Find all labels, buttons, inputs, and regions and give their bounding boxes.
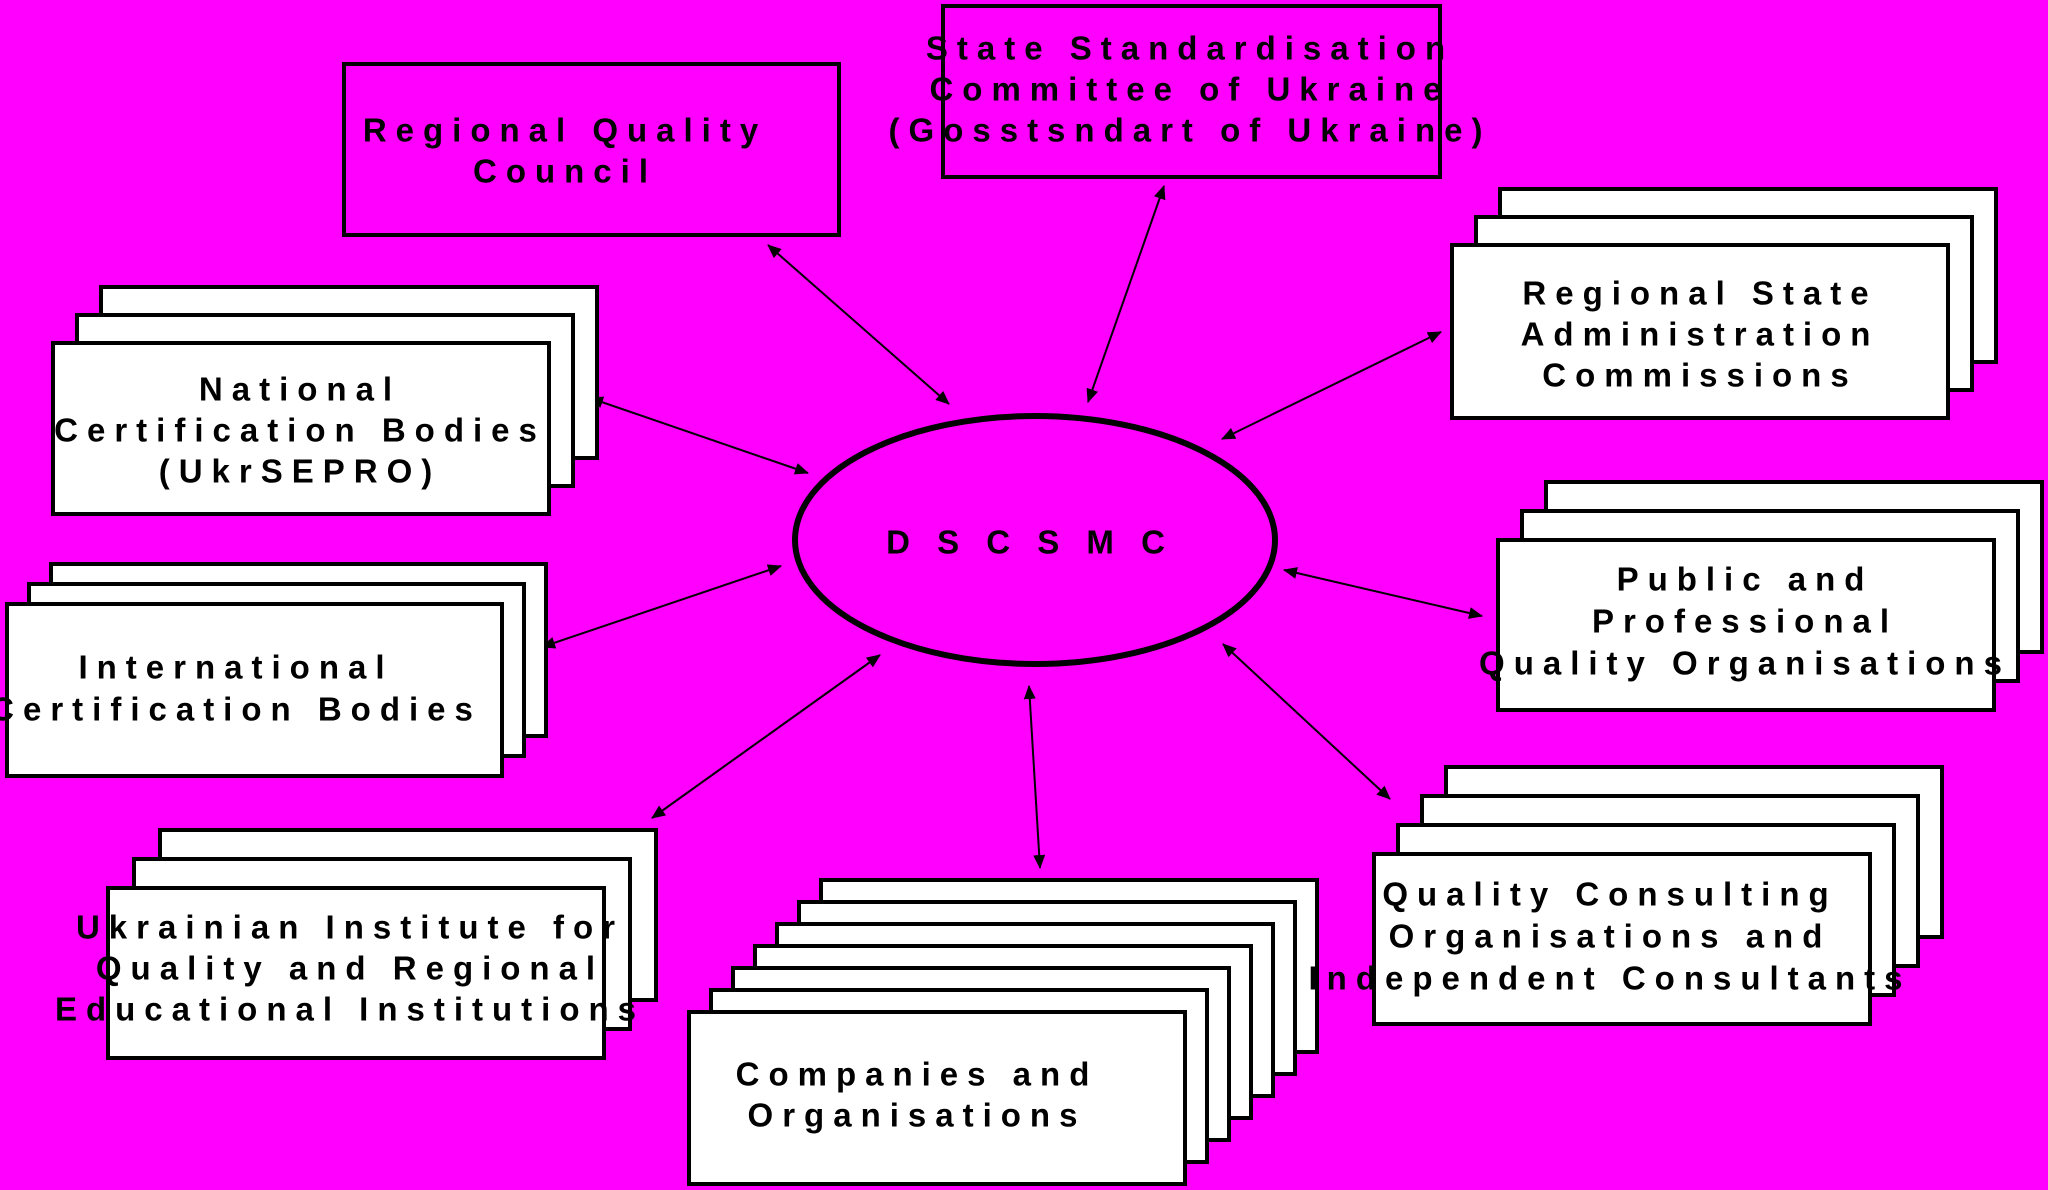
node-label-line: Regional Quality xyxy=(363,112,767,149)
node-label-line: Administration xyxy=(1521,316,1880,353)
node-box-front xyxy=(687,1010,1187,1186)
node-box-front xyxy=(1372,852,1872,1026)
connector-arrows xyxy=(541,185,1483,869)
arrow-regional-quality-council xyxy=(767,244,950,405)
node-label-line: State Standardisation xyxy=(926,30,1454,67)
node-label-line: Commissions xyxy=(1542,357,1857,394)
arrow-international-certification xyxy=(541,564,782,649)
node-label-line: Quality and Regional xyxy=(96,950,604,987)
arrow-national-certification xyxy=(589,396,809,475)
node-box-front xyxy=(106,886,606,1060)
node-label-line: International xyxy=(78,649,393,686)
node-label-line: Professional xyxy=(1592,603,1898,640)
node-label-line: Educational Institutions xyxy=(55,991,645,1028)
node-box-front xyxy=(941,4,1442,179)
node-label-line: (Gosstsndart of Ukraine) xyxy=(889,112,1492,149)
node-label-line: Independent Consultants xyxy=(1309,960,1912,997)
node-label-line: Council xyxy=(473,153,657,190)
arrow-regional-state-administration xyxy=(1221,331,1442,440)
node-label-line: Organisations xyxy=(748,1097,1087,1134)
center-node-dscsmc: D S C S M C xyxy=(792,413,1278,667)
center-ellipse xyxy=(792,413,1278,667)
node-label-line: Companies and xyxy=(736,1056,1099,1093)
node-label-line: National xyxy=(199,371,401,408)
center-label: D S C S M C xyxy=(886,524,1174,561)
node-box-front xyxy=(5,602,504,778)
arrow-public-professional xyxy=(1283,567,1483,619)
node-label-line: Certification Bodies xyxy=(54,412,546,449)
node-label-line: Quality Consulting xyxy=(1382,876,1837,913)
node-label-line: Committee of Ukraine xyxy=(929,71,1450,108)
arrow-state-standardisation xyxy=(1086,185,1166,403)
node-box-front xyxy=(1450,243,1950,420)
node-box-front xyxy=(1496,538,1996,712)
node-label-line: (UkrSEPRO) xyxy=(159,453,442,490)
arrow-quality-consulting xyxy=(1222,643,1391,800)
node-label-line: Certification Bodies xyxy=(0,691,482,728)
node-label-line: Organisations and xyxy=(1389,918,1832,955)
node-label-line: Regional State xyxy=(1522,275,1877,312)
node-label-line: Public and xyxy=(1617,561,1874,598)
arrow-companies xyxy=(1023,685,1046,869)
arrow-ukrainian-institute xyxy=(651,654,881,819)
node-box-front xyxy=(342,62,841,237)
node-box-front xyxy=(51,341,551,516)
node-label-line: Ukrainian Institute for xyxy=(76,909,624,946)
node-label-line: Quality Organisations xyxy=(1479,645,2011,682)
